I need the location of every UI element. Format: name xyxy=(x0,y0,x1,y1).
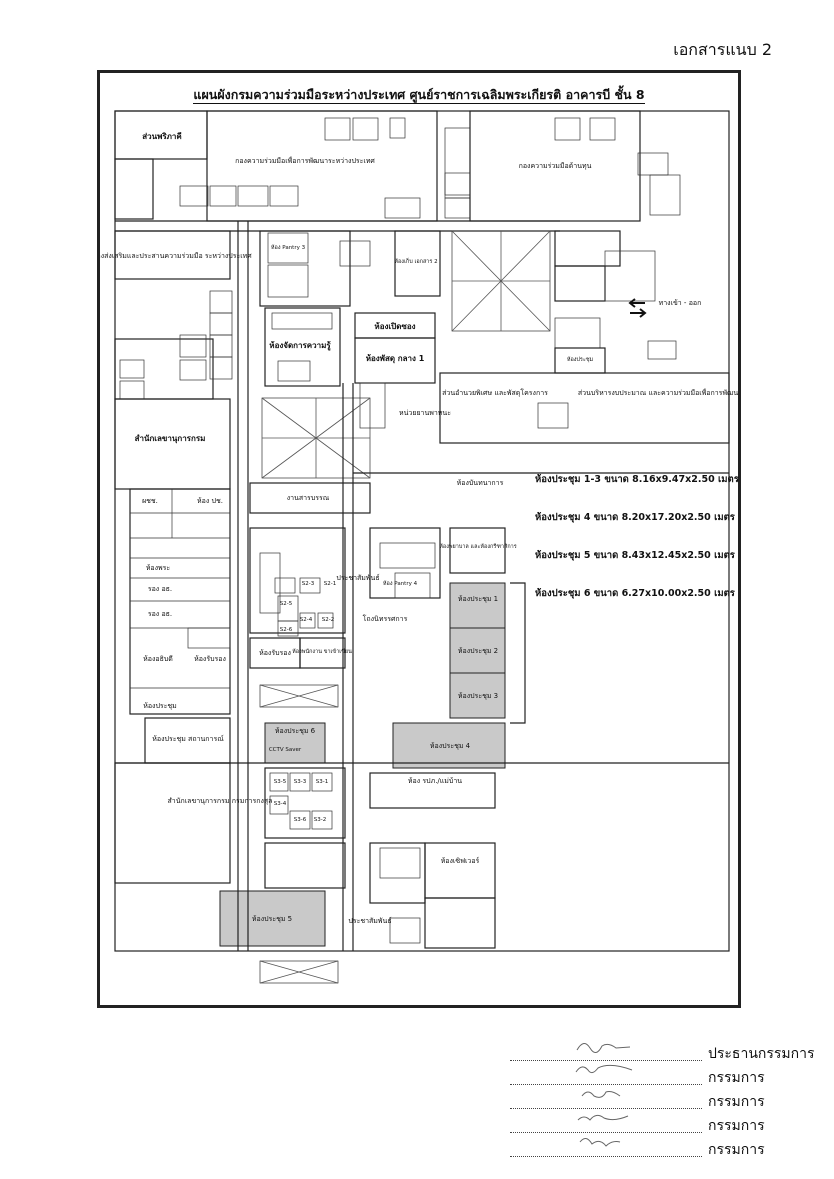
room-meeting6: ห้องประชุม 6 xyxy=(275,727,316,735)
room-supplies1: ห้องพัสดุ กลาง 1 xyxy=(366,353,425,364)
room-meeting5: ห้องประชุม 5 xyxy=(252,915,292,923)
room-special-unit: ส่วนอำนวยพิเศษ และพัสดุโครงการ xyxy=(442,388,548,397)
note-meeting-4: ห้องประชุม 4 ขนาด 8.20x17.20x2.50 เมตร xyxy=(535,512,735,523)
room-archive: ห้องบันทนาการ xyxy=(457,479,504,487)
handwritten-signature-2 xyxy=(575,1064,633,1074)
signature-role: กรรมการ xyxy=(708,1118,765,1134)
room-stock: ห้องพนักงาน ขาเข้าเขียน xyxy=(292,648,352,655)
signature-row: ประธานกรรมการ xyxy=(510,1042,815,1066)
signature-role: กรรมการ xyxy=(708,1142,765,1158)
room-pantry3: ห้อง Pantry 3 xyxy=(271,244,306,251)
room-meeting2: ห้องประชุม 2 xyxy=(458,647,498,655)
note-meeting-1-3: ห้องประชุม 1-3 ขนาด 8.16x9.47x2.50 เมตร xyxy=(535,474,739,485)
room-guard: ห้อง รปภ./แม่บ้าน xyxy=(408,777,462,785)
label-s21: S2-1 xyxy=(324,581,336,587)
floor-plan-frame: แผนผังกรมความร่วมมือระหว่างประเทศ ศูนย์ร… xyxy=(97,70,741,1008)
meeting-room-sizes: ห้องประชุม 1-3 ขนาด 8.16x9.47x2.50 เมตร … xyxy=(535,472,739,624)
note-meeting-6: ห้องประชุม 6 ขนาด 6.27x10.00x2.50 เมตร xyxy=(535,588,735,599)
note-meeting-5: ห้องประชุม 5 ขนาด 8.43x12.45x2.50 เมตร xyxy=(535,550,735,561)
signature-role: กรรมการ xyxy=(708,1094,765,1110)
room-intl-dev: กองความร่วมมือเพื่อการพัฒนาระหว่างประเทศ xyxy=(235,156,375,165)
room-meeting3: ห้องประชุม 3 xyxy=(458,692,498,700)
room-budget: ส่วนบริหารงบประมาณ และความร่วมมือเพื่อกา… xyxy=(578,388,738,397)
label-s26: S2-6 xyxy=(280,627,293,633)
label-cctv: CCTV Saver xyxy=(269,747,302,753)
room-sdo: ผชช. xyxy=(142,497,158,505)
room-situation: ห้องประชุม สถานการณ์ xyxy=(152,735,224,743)
signature-role: ประธานกรรมการ xyxy=(708,1046,815,1062)
room-lobby: โถงนิทรรศการ xyxy=(363,614,408,623)
room-area-coop: กองความร่วมมือด้านทุน xyxy=(519,162,592,170)
label-s34: S3-4 xyxy=(274,801,287,807)
handwritten-signature-5 xyxy=(579,1138,621,1147)
room-dg-office: ห้องอธิบดี xyxy=(143,655,173,663)
room-dg: ห้องพระ xyxy=(146,564,171,572)
room-general-affairs: งานสารบรรณ xyxy=(287,494,330,502)
room-storage2: ห้องเก็บ เอกสาร 2 xyxy=(394,257,437,265)
plan-title: แผนผังกรมความร่วมมือระหว่างประเทศ ศูนย์ร… xyxy=(193,87,645,104)
handwritten-signature-1 xyxy=(576,1043,631,1053)
label-s25: S2-5 xyxy=(280,601,293,607)
room-meeting: ห้องประชุม xyxy=(143,702,177,710)
label-s24: S2-4 xyxy=(300,617,313,623)
room-director: ห้อง ปช. xyxy=(197,497,223,505)
room-reception: ห้องรับรอง xyxy=(194,655,226,663)
signature-role: กรรมการ xyxy=(708,1070,765,1086)
label-entrance: ทางเข้า - ออก xyxy=(659,299,702,307)
label-s22: S2-2 xyxy=(322,617,334,623)
signature-row: กรรมการ xyxy=(510,1138,815,1162)
room-receiving: ห้องรับรอง xyxy=(259,649,291,657)
signature-row: กรรมการ xyxy=(510,1114,815,1138)
floor-plan: ส่วนพริภาคี กองความร่วมมือเพื่อการพัฒนาร… xyxy=(100,110,738,984)
room-nurse: ห้องพยาบาล และห้องกรีฑาสิการ xyxy=(439,543,516,550)
room-deputy2: รอง อธ. xyxy=(148,610,172,618)
label-s36: S3-6 xyxy=(294,817,307,823)
room-secretariat-it: สำนักเลขานุการกรม กรมการกงสุล xyxy=(168,797,273,805)
room-meeting4: ห้องประชุม 4 xyxy=(430,742,471,750)
room-pr2: ประชาสัมพันธ์ xyxy=(348,917,391,925)
label-s31: S3-1 xyxy=(316,779,328,785)
room-server: ห้องเซิฟเวอร์ xyxy=(441,857,480,865)
room-finance: ส่วนพริภาคี xyxy=(142,131,182,141)
room-secretariat: สำนักเลขานุการกรม xyxy=(135,434,206,444)
room-deputy1: รอง อธ. xyxy=(148,585,172,593)
handwritten-signature-3 xyxy=(581,1091,621,1098)
label-s33: S3-3 xyxy=(294,779,307,785)
room-mail: ห้องเปิดซอง xyxy=(374,321,415,331)
room-pantry4: ห้อง Pantry 4 xyxy=(383,580,418,587)
room-pr: ประชาสัมพันธ์ xyxy=(336,574,379,582)
room-km: ห้องจัดการความรู้ xyxy=(269,340,331,351)
room-meeting1: ห้องประชุม 1 xyxy=(458,595,498,603)
attachment-label: เอกสารแนบ 2 xyxy=(673,40,772,59)
handwritten-signature-4 xyxy=(577,1114,629,1121)
room-promotion: กองส่งเสริมและประสานความร่วมมือ ระหว่างป… xyxy=(100,252,252,260)
room-inbound: หน่วยยานพาหนะ xyxy=(399,409,451,417)
label-s32: S3-2 xyxy=(314,817,326,823)
label-s23: S2-3 xyxy=(302,581,315,587)
room-meeting-small: ห้องประชุม xyxy=(567,356,594,363)
signature-row: กรรมการ xyxy=(510,1090,815,1114)
label-s35: S3-5 xyxy=(274,779,287,785)
signature-block: ประธานกรรมการ กรรมการ กรรมการ กรรมการ กร… xyxy=(510,1042,815,1162)
signature-row: กรรมการ xyxy=(510,1064,815,1090)
